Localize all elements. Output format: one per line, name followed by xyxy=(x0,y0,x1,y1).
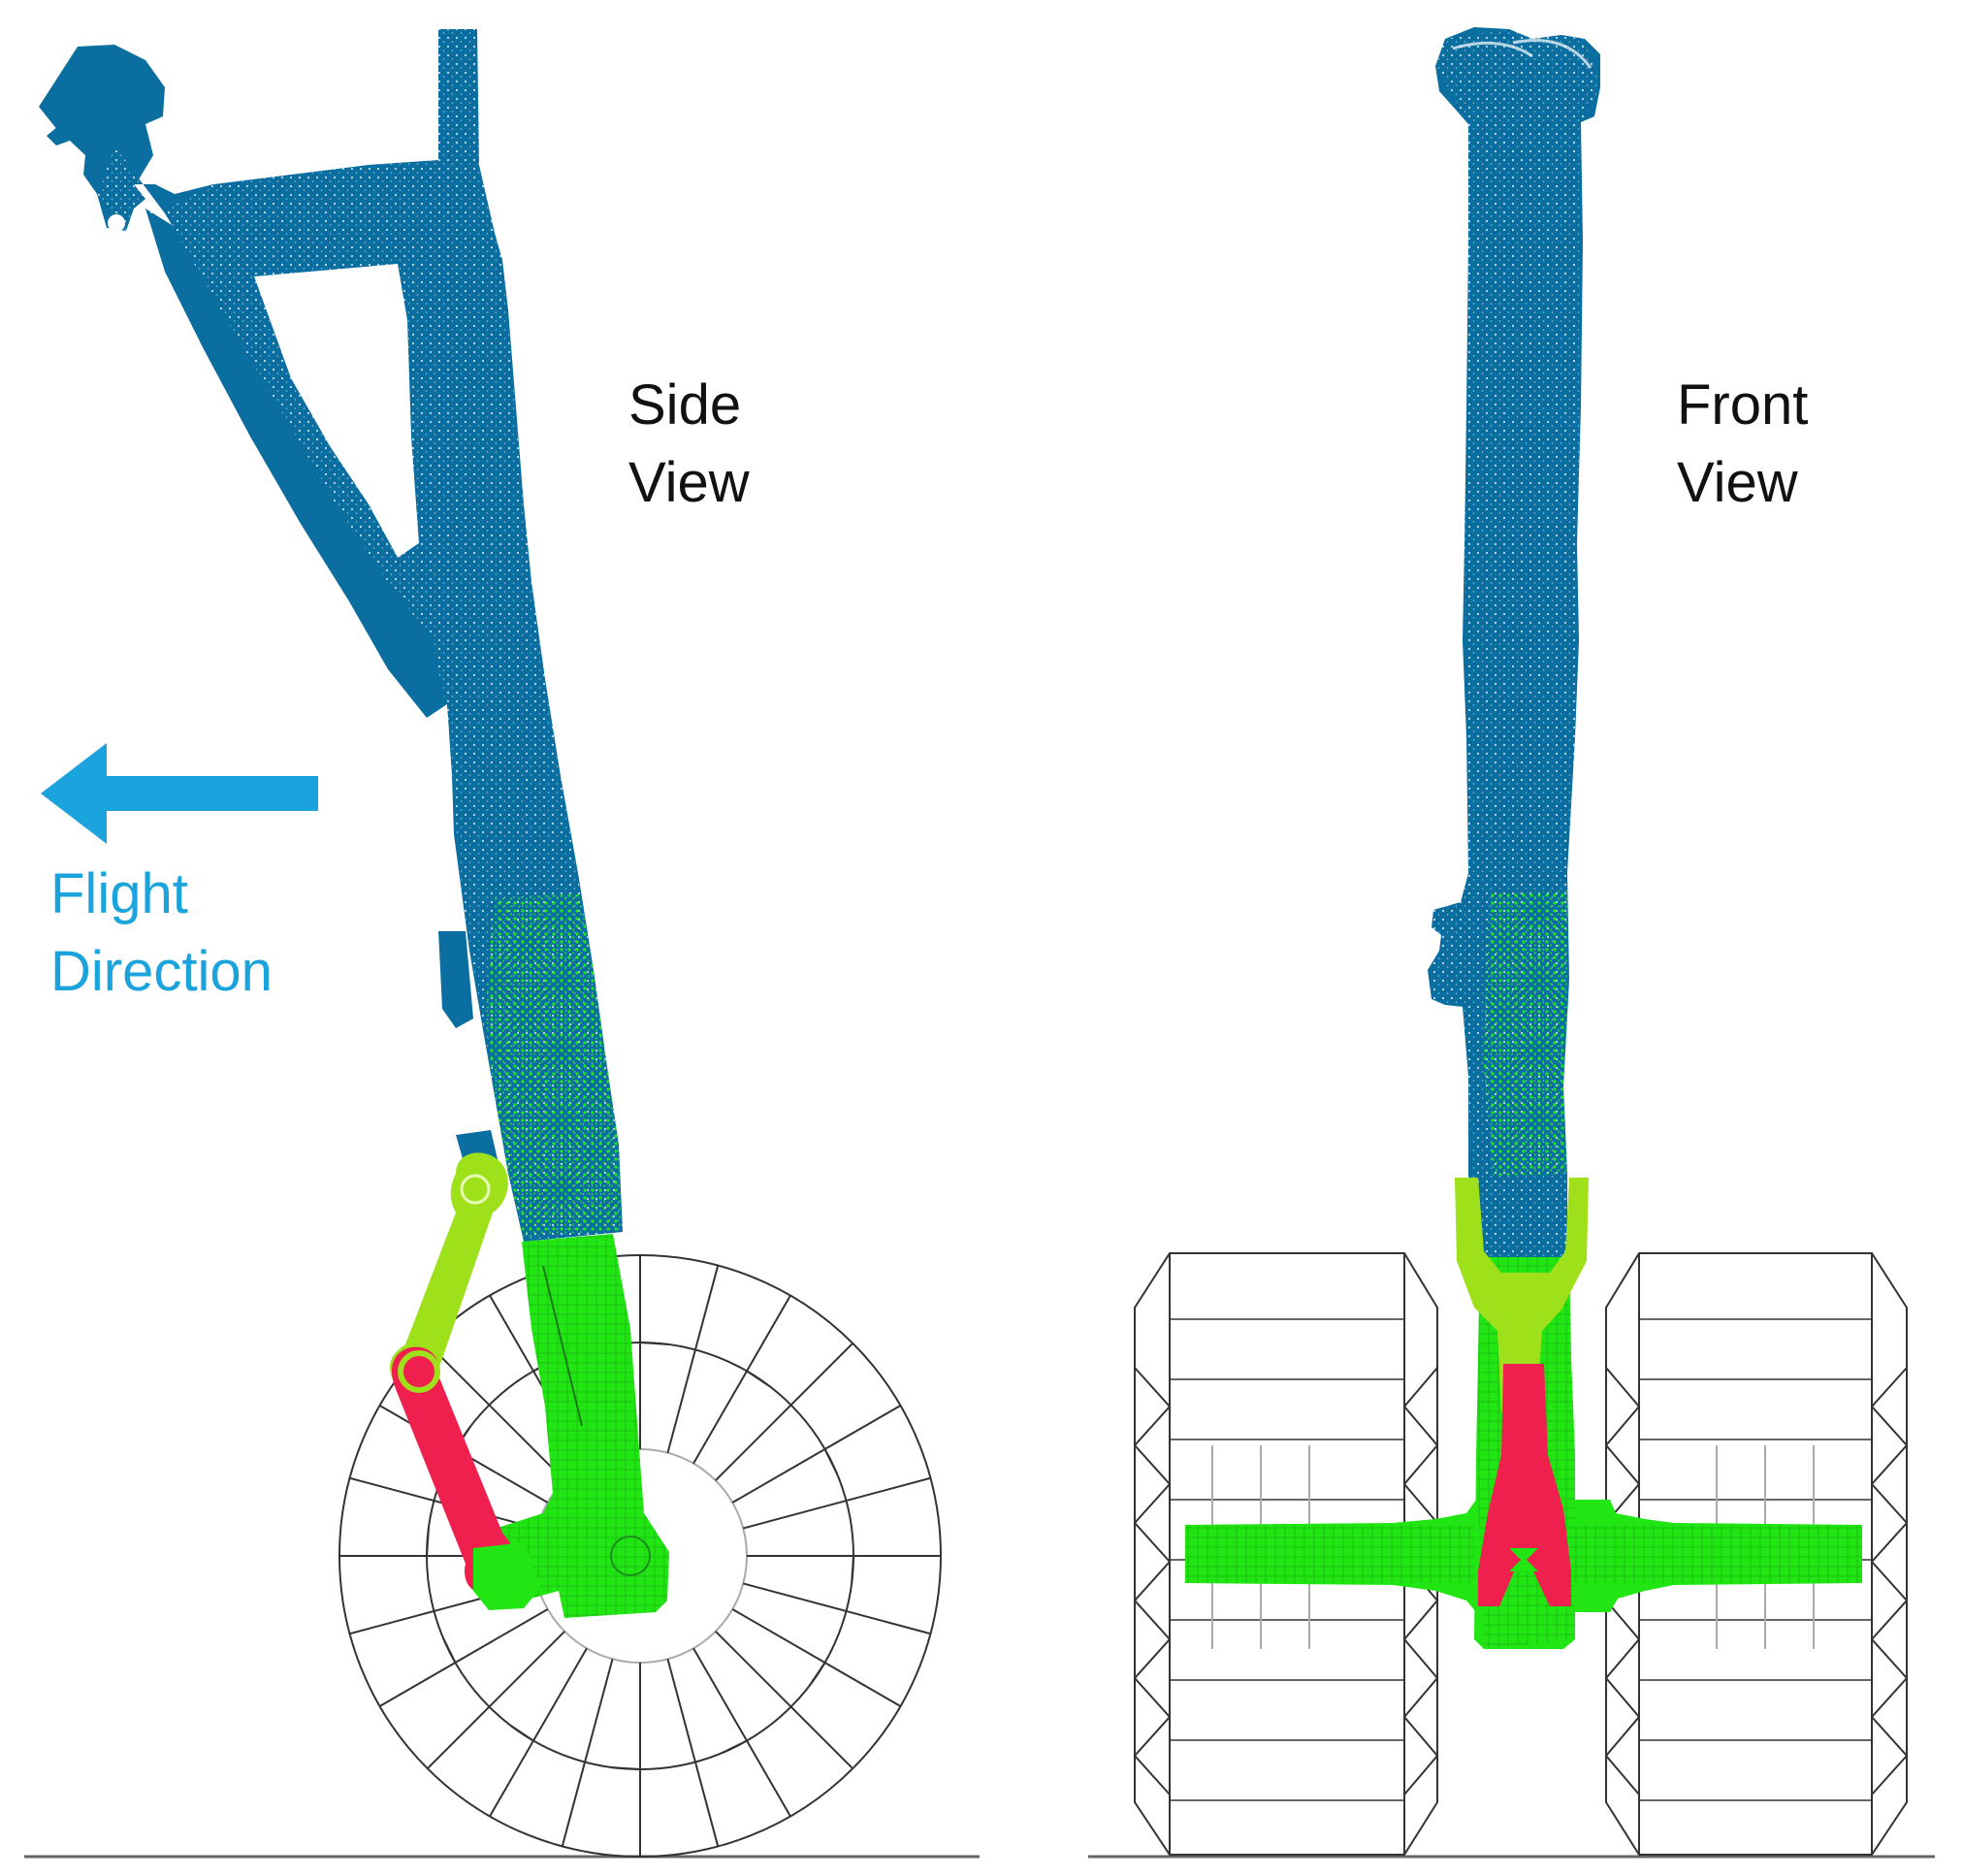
left-arrow-icon xyxy=(41,743,318,844)
side-upper-link-pin xyxy=(460,1174,491,1205)
side-strut-fitting xyxy=(438,931,473,1028)
side-axle xyxy=(610,1536,651,1576)
side-lower-torque-link xyxy=(392,1346,517,1596)
front-view-drawing xyxy=(1133,27,1909,1856)
side-view-drawing xyxy=(39,29,942,1858)
front-lower-torque-link xyxy=(1478,1364,1571,1606)
flight-direction-label: Flight Direction xyxy=(50,856,273,1011)
front-upper-torque-link xyxy=(1455,1178,1589,1412)
front-strut-top-rim xyxy=(1452,39,1593,69)
front-view-label-line2: View xyxy=(1677,451,1798,514)
side-lower-link-end xyxy=(473,1542,541,1610)
side-cylinder-dotted-zone xyxy=(485,894,623,1237)
front-cylinder-dotted-zone xyxy=(1484,890,1569,1176)
side-lower-link-joint xyxy=(398,1350,440,1393)
front-view-label: Front View xyxy=(1677,367,1808,522)
side-sliding-piston-mesh xyxy=(471,1234,669,1618)
side-view-label-line2: View xyxy=(628,451,750,514)
side-wheel xyxy=(338,1254,942,1858)
front-lower-link-hole xyxy=(1509,1548,1538,1571)
side-view-label: Side View xyxy=(628,367,750,522)
side-brace-arm xyxy=(145,209,456,718)
side-upper-lug xyxy=(39,45,165,194)
side-upper-torque-link xyxy=(389,1152,508,1392)
flight-direction-label-line1: Flight xyxy=(50,862,188,925)
front-view-label-line1: Front xyxy=(1677,373,1809,437)
side-piston-edge xyxy=(542,1265,583,1427)
flight-direction-label-line2: Direction xyxy=(50,940,273,1003)
side-view-label-line1: Side xyxy=(628,373,742,437)
